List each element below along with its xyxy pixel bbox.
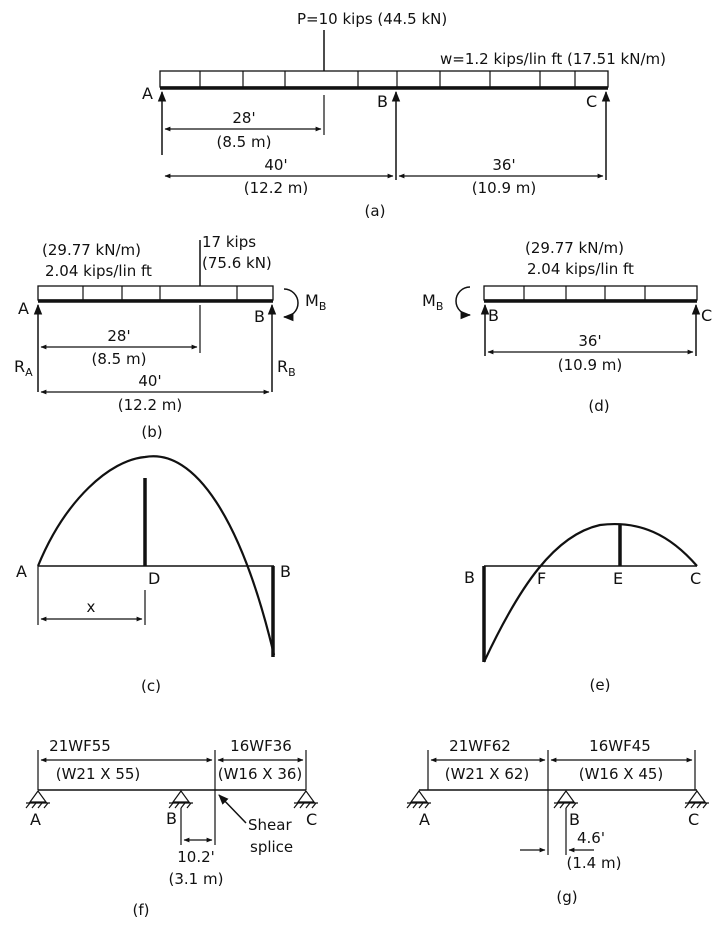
point-load-kn: (75.6 kN) [202,254,272,272]
dim-36-ft: 36' [492,156,515,174]
dim-28-m: (8.5 m) [217,133,272,151]
moment-label: MB [305,291,326,313]
pin-support-a [25,789,50,809]
moment-label: MB [422,291,443,313]
section-1-label: 21WF62 [449,737,511,755]
splice-offset-m: (3.1 m) [169,870,224,888]
load-kn-label: (29.77 kN/m) [525,239,624,257]
support-b-label: B [166,809,177,828]
panel-f-section-selection: 21WF55 (W21 X 55) 16WF36 (W16 X 36) A B … [25,737,318,919]
point-a-label: A [16,562,27,581]
point-d-label: D [148,569,160,588]
offset-m: (1.4 m) [567,854,622,872]
dim-x-label: x [87,598,96,616]
panel-a-continuous-beam: P=10 kips (44.5 kN) w=1.2 kips/lin ft (1… [142,10,666,220]
section-1-metric: (W21 X 62) [445,765,530,783]
pin-support-c [293,789,318,809]
panel-g-section-selection: 21WF62 (W21 X 62) 16WF45 (W16 X 45) A B … [406,737,709,906]
splice-leader-arrow [218,794,247,824]
caption-f: (f) [133,901,150,919]
distributed-load-blocks [159,70,609,88]
support-c-label: C [701,306,712,325]
offset-ft: 4.6' [577,829,605,847]
splice-offset-ft: 10.2' [177,848,215,866]
pin-support-a [406,789,431,809]
section-2-metric: (W16 X 36) [218,765,303,783]
splice-label-1: Shear [248,816,292,834]
load-kips-label: 2.04 kips/lin ft [45,262,152,280]
support-a-label: A [30,810,41,829]
support-c-label: C [306,810,317,829]
support-a-label: A [142,84,153,103]
support-b-label: B [377,92,388,111]
section-1-label: 21WF55 [49,737,111,755]
panel-e-moment-diagram-bc: B F E C (e) [464,523,701,694]
reaction-b-label: RB [277,357,296,379]
dim-36-m: (10.9 m) [472,179,536,197]
dim-36-ft: 36' [578,332,601,350]
caption-e: (e) [590,676,611,694]
dim-28-m: (8.5 m) [92,350,147,368]
pin-support-b [168,789,193,809]
dim-40-m: (12.2 m) [118,396,182,414]
reaction-a-label: RA [14,357,33,379]
point-load-kips: 17 kips [202,233,256,251]
section-1-metric: (W21 X 55) [56,765,141,783]
caption-b: (b) [141,423,162,441]
support-a-label: A [419,810,430,829]
section-2-metric: (W16 X 45) [579,765,664,783]
support-c-label: C [688,810,699,829]
dim-28-ft: 28' [232,109,255,127]
panel-b-span-ab: (29.77 kN/m) 2.04 kips/lin ft 17 kips (7… [14,233,326,441]
caption-a: (a) [365,202,386,220]
caption-d: (d) [588,397,609,415]
panel-c-moment-diagram-ab: A D B x (c) [16,455,291,695]
dim-40-m: (12.2 m) [244,179,308,197]
point-b-label: B [280,562,291,581]
moment-arrow [455,286,472,320]
distributed-load-blocks [37,285,274,301]
dim-40-ft: 40' [138,372,161,390]
caption-c: (c) [141,677,161,695]
distributed-load-blocks [483,285,698,301]
dim-36-m: (10.9 m) [558,356,622,374]
moment-arrow [282,288,299,322]
point-c-label: C [690,569,701,588]
point-f-label: F [537,569,546,588]
pin-support-b [553,789,578,809]
support-b-label: B [488,306,499,325]
caption-g: (g) [556,888,577,906]
load-kips-label: 2.04 kips/lin ft [527,260,634,278]
section-2-label: 16WF45 [589,737,651,755]
load-kn-label: (29.77 kN/m) [42,241,141,259]
support-b-label: B [254,307,265,326]
point-b-label: B [464,568,475,587]
splice-label-2: splice [250,838,293,856]
moment-curve [483,523,698,663]
section-2-label: 16WF36 [230,737,292,755]
panel-d-span-bc: (29.77 kN/m) 2.04 kips/lin ft MB B C 36'… [422,239,712,415]
support-a-label: A [18,299,29,318]
pin-support-c [684,789,709,809]
dim-28-ft: 28' [107,327,130,345]
point-e-label: E [613,569,623,588]
point-load-label: P=10 kips (44.5 kN) [297,10,447,28]
distributed-load-label: w=1.2 kips/lin ft (17.51 kN/m) [440,50,666,68]
support-c-label: C [586,92,597,111]
support-b-label: B [569,810,580,829]
dim-40-ft: 40' [264,156,287,174]
moment-curve [36,455,276,656]
